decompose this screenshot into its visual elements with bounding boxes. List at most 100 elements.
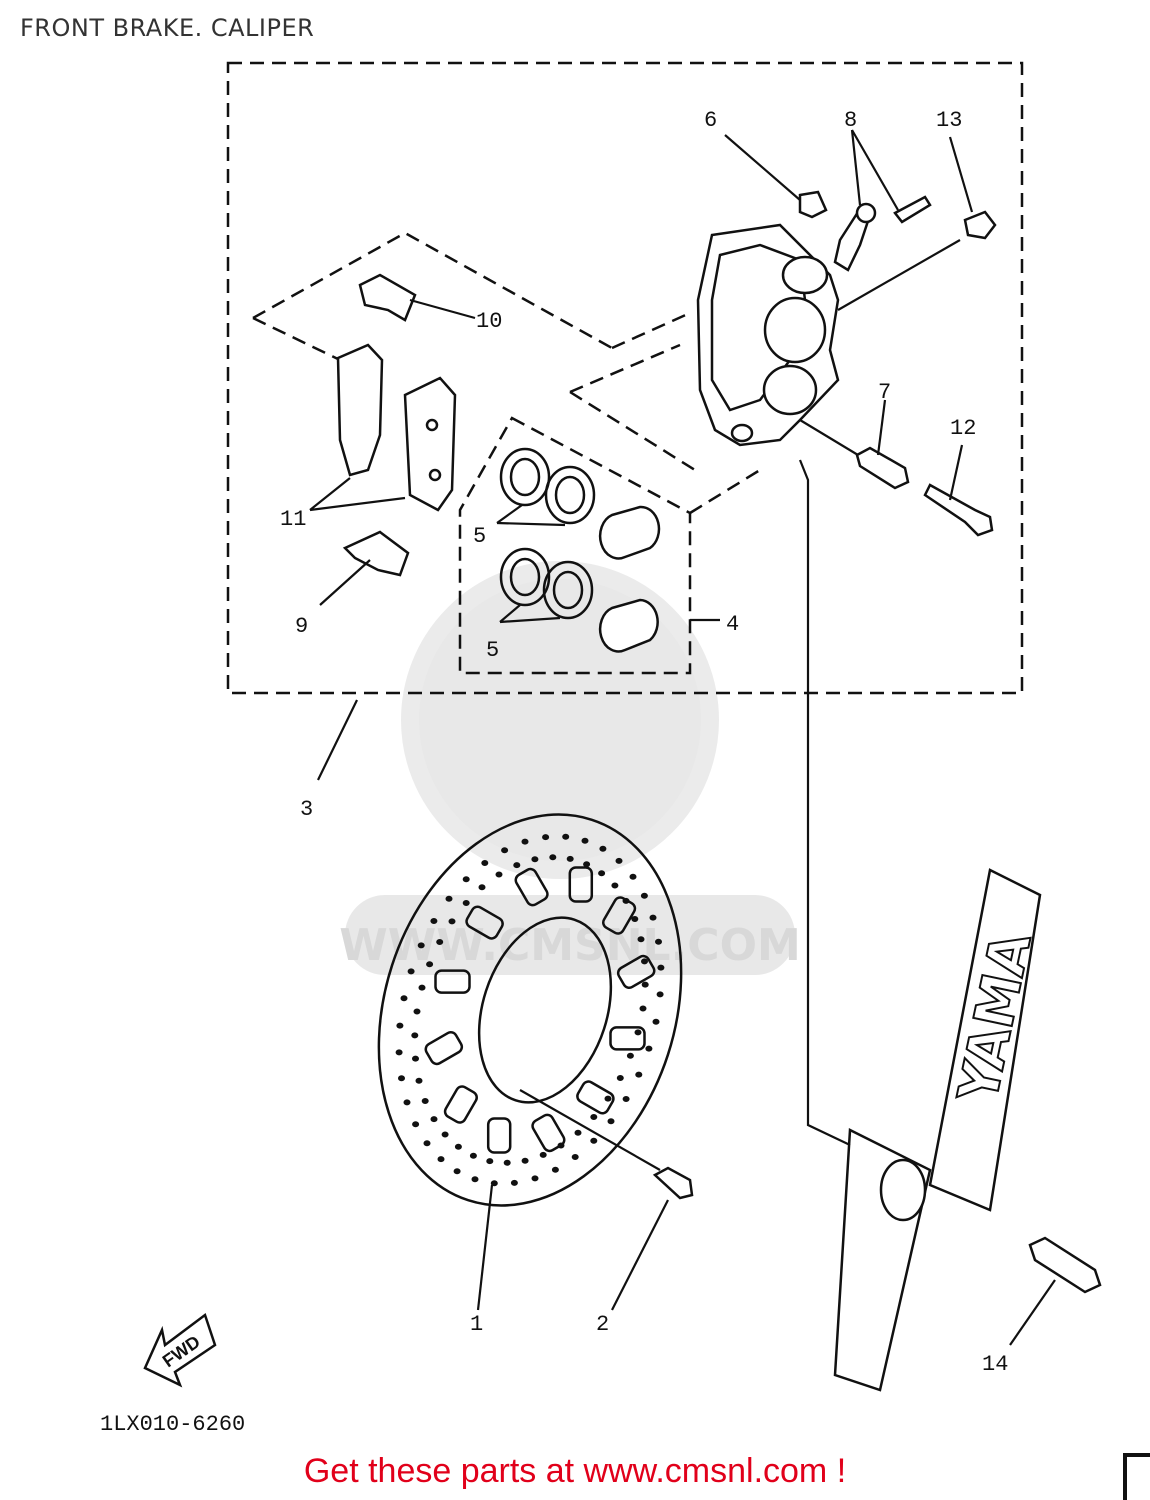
disc-hole — [634, 1029, 642, 1036]
disc-hole — [454, 1143, 462, 1150]
disc-hole — [417, 942, 425, 949]
disc-hole — [531, 856, 539, 863]
disc-hole — [430, 918, 438, 924]
disc-hole — [453, 1168, 461, 1175]
disc-hole — [501, 847, 509, 854]
disc-hole — [436, 939, 444, 945]
disc-hole — [629, 873, 637, 880]
disc-hole — [652, 1018, 660, 1025]
disc-hole — [649, 914, 657, 921]
disc-hole — [521, 838, 529, 845]
disc-slot — [424, 1031, 464, 1066]
disc-hole — [481, 860, 489, 866]
disc-hole — [437, 1156, 445, 1163]
disc-slot — [486, 1117, 512, 1154]
disc-hole — [415, 1077, 423, 1084]
disc-hole — [407, 968, 415, 975]
piston-kit-outline — [458, 416, 692, 675]
disc-hole — [655, 938, 662, 945]
callout-1: 1 — [470, 1312, 483, 1337]
disc-hole — [426, 961, 434, 968]
disc-hole — [639, 1005, 647, 1012]
disc-hole — [626, 1052, 634, 1059]
disc-hole — [645, 1045, 653, 1052]
disc-hole — [521, 1157, 529, 1164]
disc-hole — [581, 837, 589, 844]
callout-4: 4 — [726, 612, 739, 637]
disc-hole — [462, 900, 470, 906]
piston-seals — [499, 447, 661, 653]
disc-slot — [531, 1113, 566, 1153]
disc-hole — [395, 1049, 403, 1056]
disc-slot — [443, 1085, 478, 1124]
disc-slot — [514, 867, 549, 907]
corner-bracket — [1123, 1453, 1150, 1500]
disc-slot — [576, 1080, 615, 1115]
callout-5a: 5 — [473, 524, 486, 549]
disc-hole — [611, 882, 619, 889]
disc-hole — [430, 1116, 438, 1123]
disc-hole — [412, 1121, 420, 1128]
callout-5b: 5 — [486, 638, 499, 663]
disc-hole — [571, 1154, 579, 1160]
disc-hole — [462, 876, 470, 883]
brake-disc — [377, 813, 683, 1207]
disc-hole — [607, 1118, 615, 1125]
disc-hole — [413, 1008, 421, 1015]
disc-slot — [616, 954, 656, 989]
fwd-arrow-icon — [143, 1312, 217, 1388]
disc-hole — [574, 1129, 582, 1136]
disc-slot — [602, 896, 637, 935]
disc-hole — [635, 1071, 643, 1078]
pad-group-outline — [252, 231, 613, 362]
fork-brand-text: YAMA — [946, 927, 1043, 1109]
disc-hole — [590, 1114, 598, 1120]
disc-hole — [616, 1075, 624, 1081]
disc-hole — [411, 1032, 419, 1039]
disc-hole — [539, 1151, 547, 1158]
disc-slot — [465, 905, 504, 940]
page-title: FRONT BRAKE. CALIPER — [20, 14, 315, 42]
disc-hole — [495, 871, 503, 878]
watermark-text: WWW.CMSNL.COM — [339, 920, 801, 971]
caliper-body — [696, 223, 840, 447]
disc-hole — [631, 916, 639, 922]
disc-hole — [622, 1096, 630, 1102]
disc-hole — [403, 1099, 411, 1106]
callout-8: 8 — [844, 108, 857, 133]
callout-11: 11 — [280, 507, 306, 532]
disc-hole — [542, 834, 550, 841]
caliper-assembly-outline — [226, 61, 1024, 695]
disc-hole — [604, 1095, 612, 1102]
front-fork-leg — [833, 868, 1102, 1392]
disc-hole — [503, 1159, 511, 1166]
disc-hole — [445, 895, 453, 902]
disc-hole — [590, 1137, 598, 1144]
callout-14: 14 — [982, 1352, 1008, 1377]
disc-hole — [510, 1179, 518, 1186]
disc-hole — [423, 1140, 431, 1147]
disc-hole — [566, 855, 574, 862]
disc-hole — [418, 984, 426, 991]
callout-6: 6 — [704, 108, 717, 133]
get-parts-link[interactable]: Get these parts at www.cmsnl.com ! — [303, 1452, 847, 1490]
callout-9: 9 — [295, 614, 308, 639]
disc-hole — [421, 1098, 429, 1104]
disc-hole — [412, 1055, 419, 1062]
disc-hole — [640, 892, 648, 899]
disc-hole — [549, 854, 557, 861]
disc-hole — [396, 1022, 404, 1029]
disc-hole — [615, 857, 623, 864]
disc-hole — [513, 862, 521, 869]
disc-hole — [656, 991, 664, 998]
disc-hole — [637, 936, 645, 943]
disc-slot — [434, 969, 471, 994]
disc-hole — [469, 1152, 477, 1159]
disc-hole — [448, 918, 456, 925]
disc-hole — [641, 981, 649, 988]
disc-hole — [531, 1175, 539, 1182]
callout-12: 12 — [950, 416, 976, 441]
disc-hole — [490, 1180, 498, 1187]
callout-3: 3 — [300, 797, 313, 822]
